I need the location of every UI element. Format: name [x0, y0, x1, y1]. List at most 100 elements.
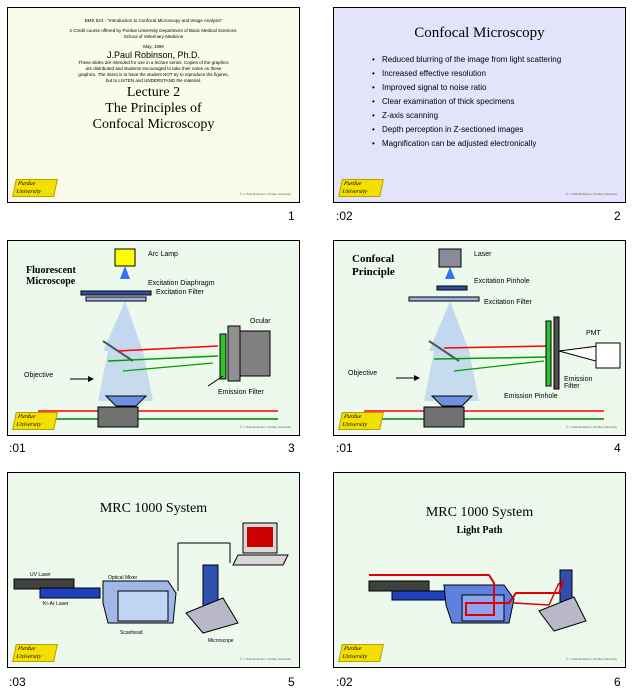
slide-4-title-1: Confocal	[352, 253, 395, 265]
copyright-note: © J. Paul Robinson, Purdue University	[565, 425, 617, 429]
kr-ar-laser-label: Kr-Ar Laser	[43, 601, 69, 607]
uv-laser-label: UV Laser	[30, 572, 51, 578]
list-item: Depth perception in Z-sectioned images	[372, 123, 561, 137]
slide-5-number: 5	[288, 675, 295, 689]
note-line-3: graphics. The intent is to have the stud…	[78, 72, 229, 77]
emission-filter-label-1: Emission	[564, 376, 593, 383]
emission-filter	[545, 320, 552, 387]
ocular-body	[239, 330, 271, 377]
microscope-base	[185, 597, 239, 634]
laser-beam	[445, 267, 455, 279]
lab-logo: Purdue University Cytometry Laboratories	[12, 644, 58, 662]
lecture-title-2: Confocal Microscopy	[92, 117, 215, 132]
excitation-filter	[85, 296, 147, 302]
objective-label: Objective	[24, 372, 54, 379]
note-line-1: These slides are intended for use in a l…	[78, 60, 229, 65]
slide-3-title-1: Fluorescent	[26, 265, 76, 276]
light-path	[369, 574, 565, 616]
course-line: BMS 524 - "Introduction to Confocal Micr…	[84, 18, 223, 23]
emission-filter-label-2: Filter	[564, 383, 580, 390]
copyright-note: © J. Paul Robinson, Purdue University	[239, 657, 291, 661]
lecture-number: Lecture 2	[126, 85, 181, 100]
slide-1-thumbnail[interactable]: BMS 524 - "Introduction to Confocal Micr…	[7, 7, 300, 203]
excitation-pinhole-label: Excitation Pinhole	[474, 278, 530, 285]
stage	[423, 406, 465, 428]
objective-label: Objective	[348, 370, 378, 377]
list-item: Magnification can be adjusted electronic…	[372, 137, 561, 151]
laser-box	[438, 248, 462, 268]
slide-6-subtitle: Light Path	[456, 525, 503, 536]
slide-4-number: 4	[614, 441, 621, 455]
microscope-base	[538, 596, 587, 632]
slide-1-header: BMS 524 - "Introduction to Confocal Micr…	[8, 18, 299, 133]
slide-2-number: 2	[614, 209, 621, 223]
slide-3-thumbnail[interactable]: Fluorescent Microscope Arc Lamp Excitati…	[7, 240, 300, 436]
scanhead-box	[117, 590, 169, 622]
copyright-note: © J. Paul Robinson, Purdue University	[239, 192, 291, 196]
mrc-1000-system-diagram	[13, 522, 289, 634]
slide-5-timing: :03	[9, 675, 26, 689]
stage	[97, 406, 139, 428]
microscope-label: Microscope	[208, 638, 234, 644]
list-item: Z-axis scanning	[372, 109, 561, 123]
slide-2-thumbnail[interactable]: Confocal Microscopy Reduced blurring of …	[333, 7, 626, 203]
author-line: J.Paul Robinson, Ph.D.	[106, 50, 201, 60]
scanhead-box	[461, 594, 505, 622]
pmt-box	[595, 342, 621, 369]
copyright-note: © J. Paul Robinson, Purdue University	[565, 657, 617, 661]
lab-logo: Purdue University Cytometry Laboratories	[12, 412, 58, 430]
list-item: Clear examination of thick specimens	[372, 95, 561, 109]
copyright-note: © J. Paul Robinson, Purdue University	[239, 425, 291, 429]
lab-logo: Purdue University Cytometry Laboratories	[338, 412, 384, 430]
excitation-diaphragm	[80, 290, 152, 296]
slide-2-timing: :02	[336, 209, 353, 223]
slide-4-title-2: Principle	[352, 266, 395, 278]
excitation-filter-label: Excitation Filter	[156, 289, 204, 296]
slide-3-title-2: Microscope	[26, 276, 76, 287]
mrc-1000-light-path-diagram	[368, 569, 587, 632]
lab-logo: Purdue University Cytometry Laboratories	[338, 179, 384, 197]
excitation-filter	[408, 296, 480, 302]
slide-4-thumbnail[interactable]: Confocal Principle Laser Excitation Pinh…	[333, 240, 626, 436]
uv-laser-unit	[368, 580, 430, 592]
kr-ar-laser-unit	[39, 587, 101, 599]
slide-3-number: 3	[288, 441, 295, 455]
list-item: Increased effective resolution	[372, 67, 561, 81]
slide-6-number: 6	[614, 675, 621, 689]
excitation-pinhole	[436, 285, 468, 291]
lab-logo: Purdue University Cytometry Laboratories	[12, 179, 58, 197]
arc-lamp-label: Arc Lamp	[148, 251, 178, 258]
optical-mixer-label: Optical Mixer	[108, 575, 138, 581]
date-line: May, 1996	[143, 44, 164, 49]
objective-lens	[104, 395, 148, 407]
kr-ar-laser-unit	[391, 590, 448, 601]
slide-3-timing: :01	[9, 441, 26, 455]
excitation-filter-label: Excitation Filter	[484, 299, 532, 306]
copyright-note: © J. Paul Robinson, Purdue University	[565, 192, 617, 196]
lecture-title-1: The Principles of	[105, 101, 202, 116]
slide-6-timing: :02	[336, 675, 353, 689]
objective-lens	[430, 395, 474, 407]
laser-label: Laser	[474, 251, 492, 258]
note-line-4: but to LISTEN and UNDERSTAND the materia…	[105, 78, 202, 83]
slide-2-title: Confocal Microscopy	[414, 25, 545, 41]
list-item: Reduced blurring of the image from light…	[372, 53, 561, 67]
emission-filter-label: Emission Filter	[218, 389, 264, 396]
pmt-label: PMT	[586, 330, 601, 337]
excitation-diaphragm-label: Excitation Diaphragm	[148, 280, 215, 287]
dichroic-mirror	[428, 340, 460, 362]
scanhead-label: Scanhead	[120, 630, 143, 636]
fluorescent-microscope-diagram	[38, 248, 278, 428]
note-line-2: are distributed and students encouraged …	[85, 66, 222, 71]
lamp-beam	[120, 266, 130, 279]
keyboard	[232, 554, 289, 566]
list-item: Improved signal to noise ratio	[372, 81, 561, 95]
advantages-list: Reduced blurring of the image from light…	[372, 53, 561, 151]
ocular-label: Ocular	[250, 318, 271, 325]
slide-6-thumbnail[interactable]: MRC 1000 System Light Path Purdue Univer…	[333, 472, 626, 668]
slide-5-thumbnail[interactable]: MRC 1000 System UV Laser Kr-Ar Laser Opt…	[7, 472, 300, 668]
credit-line-b: School of Veterinary Medicine	[123, 34, 184, 39]
slide-6-title: MRC 1000 System	[425, 505, 534, 520]
emission-filter	[219, 333, 227, 380]
emission-pinhole	[553, 316, 560, 390]
